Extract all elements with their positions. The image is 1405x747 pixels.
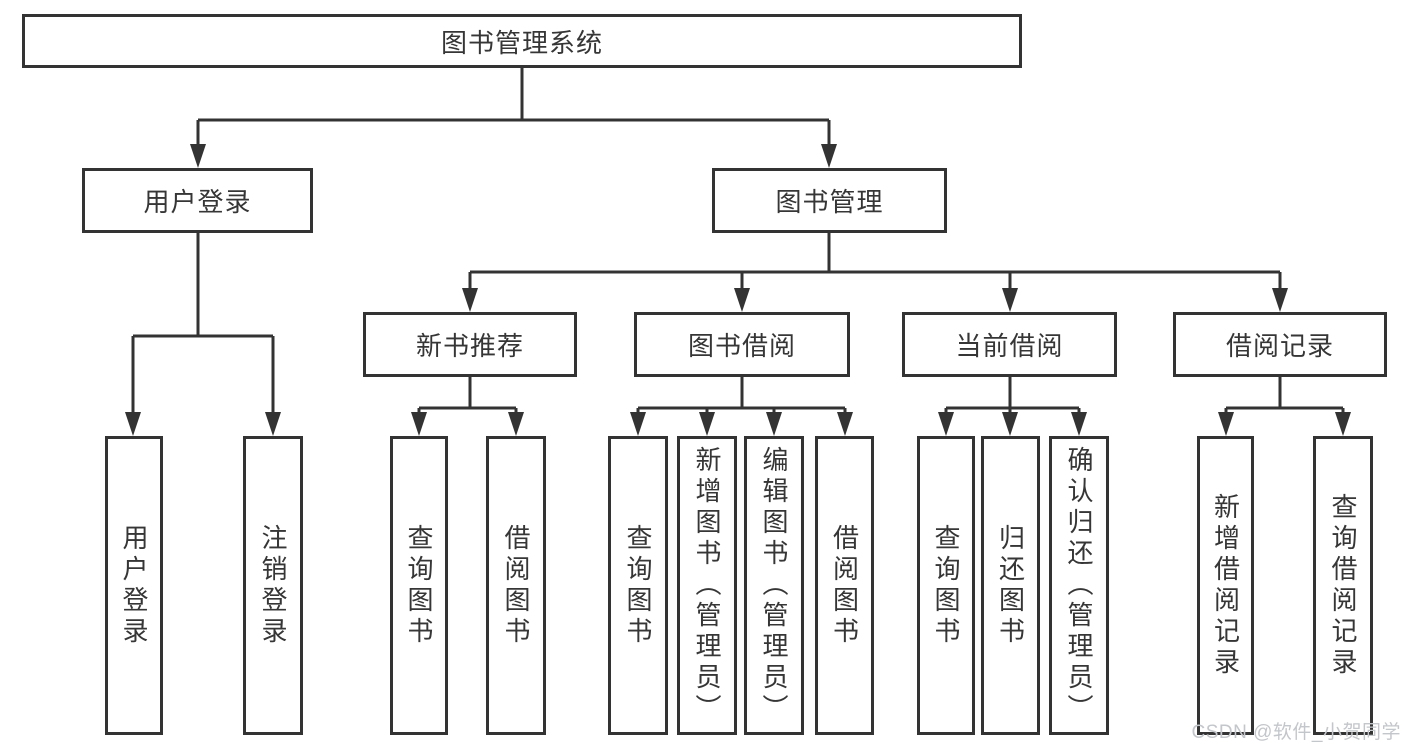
- node-return-books: 归还图书: [981, 436, 1040, 735]
- node-borrow-books-borrowing: 借阅图书: [815, 436, 874, 735]
- node-label: 借阅记录: [1225, 331, 1334, 361]
- node-label: 用户登录: [119, 523, 149, 648]
- node-book-management: 图书管理: [712, 168, 947, 233]
- node-label: 新增图书（管理员）: [692, 446, 722, 725]
- node-label: 当前借阅: [955, 331, 1064, 361]
- node-label: 借阅图书: [501, 523, 531, 648]
- node-label: 图书管理: [775, 187, 884, 217]
- node-label: 新增借阅记录: [1210, 492, 1241, 679]
- node-borrowing-records: 借阅记录: [1173, 312, 1387, 377]
- node-user-login-leaf: 用户登录: [105, 436, 163, 735]
- node-query-books-current: 查询图书: [917, 436, 975, 735]
- node-book-borrowing: 图书借阅: [634, 312, 850, 377]
- node-label: 新书推荐: [415, 331, 524, 361]
- node-label: 编辑图书（管理员）: [759, 446, 789, 725]
- node-user-login: 用户登录: [82, 168, 313, 233]
- node-label: 归还图书: [995, 523, 1026, 648]
- node-add-book-admin: 新增图书（管理员）: [677, 436, 737, 735]
- node-label: 图书借阅: [687, 331, 796, 361]
- node-current-borrowing: 当前借阅: [902, 312, 1117, 377]
- node-label: 查询图书: [931, 523, 961, 648]
- node-label: 借阅图书: [829, 523, 860, 648]
- node-new-book-recommend: 新书推荐: [363, 312, 577, 377]
- node-query-books-borrowing: 查询图书: [608, 436, 668, 735]
- node-label: 查询借阅记录: [1328, 492, 1358, 679]
- node-add-borrow-record: 新增借阅记录: [1197, 436, 1254, 735]
- node-borrow-books-recommend: 借阅图书: [486, 436, 546, 735]
- node-query-books-recommend: 查询图书: [390, 436, 448, 735]
- node-label: 图书管理系统: [440, 27, 603, 58]
- node-label: 注销登录: [258, 523, 288, 648]
- node-query-borrow-record: 查询借阅记录: [1313, 436, 1373, 735]
- node-label: 用户登录: [143, 187, 252, 217]
- node-logout: 注销登录: [243, 436, 303, 735]
- watermark: CSDN @软件_小贺同学: [1191, 722, 1401, 743]
- node-edit-book-admin: 编辑图书（管理员）: [744, 436, 804, 735]
- node-label: 查询图书: [623, 523, 653, 648]
- node-library-management-system: 图书管理系统: [22, 14, 1022, 68]
- node-confirm-return-admin: 确认归还（管理员）: [1049, 436, 1109, 735]
- node-label: 确认归还（管理员）: [1064, 446, 1094, 725]
- node-label: 查询图书: [404, 523, 434, 648]
